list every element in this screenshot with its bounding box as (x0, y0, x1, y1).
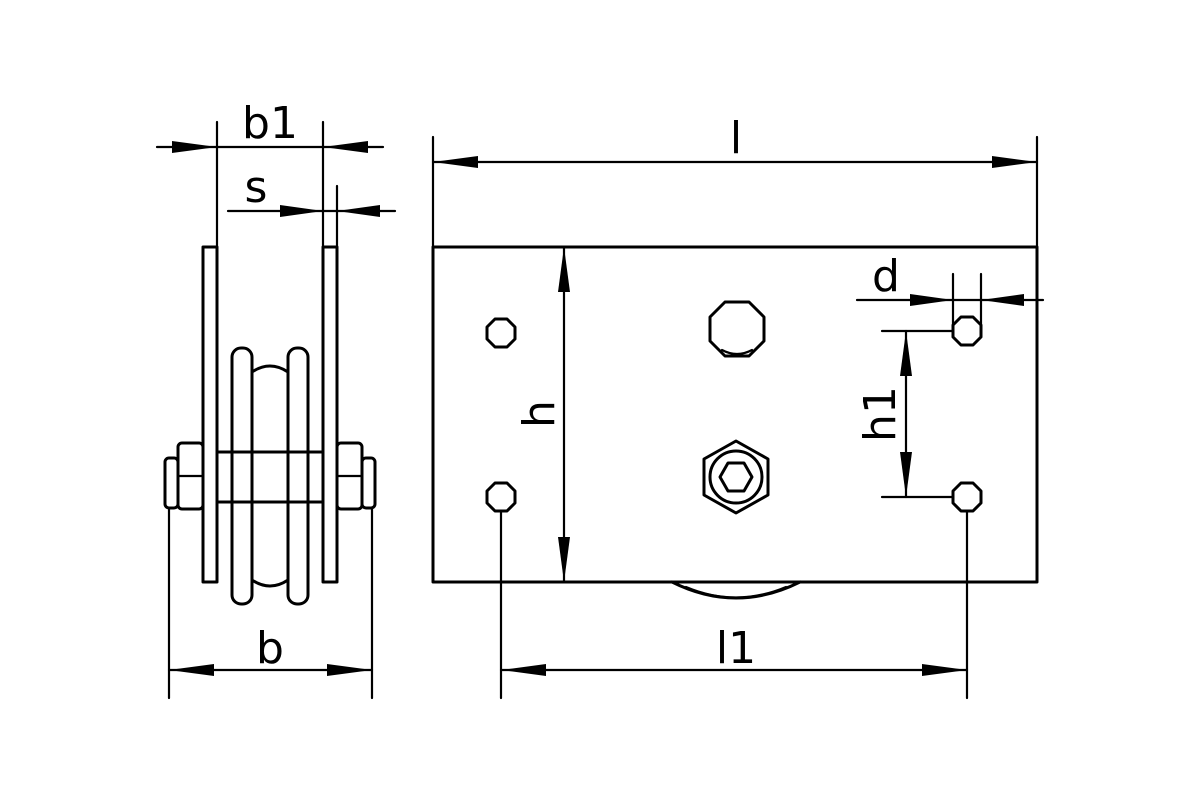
h1-arrow-top (900, 331, 912, 376)
dimension-label-h1: h1 (855, 386, 906, 442)
l-arrow-left (433, 156, 478, 168)
central-hole (708, 300, 766, 358)
dimension-label-b: b (256, 623, 284, 674)
nut-washer (708, 449, 764, 505)
hex-socket (718, 461, 754, 493)
h-arrow-bottom (558, 537, 570, 582)
front-view: l h d h1 l1 (431, 113, 1045, 700)
wheel-right-flange (286, 346, 310, 606)
s-arrow-left (280, 205, 323, 217)
dimension-label-l1: l1 (716, 623, 756, 674)
dimension-label-l: l (730, 113, 742, 164)
b1-arrow-right (323, 141, 368, 153)
right-side-plate (321, 245, 339, 584)
l1-arrow-right (922, 664, 967, 676)
side-view: b1 s b (155, 98, 397, 700)
axle (215, 450, 325, 504)
h-arrow-top (558, 247, 570, 292)
l-arrow-right (992, 156, 1037, 168)
dimension-label-d: d (872, 251, 900, 302)
dimension-label-h: h (514, 400, 565, 428)
dimension-label-s: s (245, 162, 268, 213)
l1-arrow-left (501, 664, 546, 676)
mounting-hole-top-left (485, 317, 517, 349)
wheel-left-flange (230, 346, 254, 606)
left-side-plate (201, 245, 219, 584)
dimension-label-b1: b1 (242, 98, 298, 149)
axle-nut (702, 439, 770, 515)
d-arrow-left (910, 294, 953, 306)
h1-arrow-bottom (900, 452, 912, 497)
right-bolt-end (360, 456, 377, 510)
wheel-groove (250, 364, 290, 588)
mounting-hole-bottom-left (485, 481, 517, 513)
left-bolt-end (163, 456, 180, 510)
b-arrow-right (327, 664, 372, 676)
s-arrow-right (337, 205, 380, 217)
mounting-hole-bottom-right (951, 481, 983, 513)
mounting-hole-top-right (951, 315, 983, 347)
b-arrow-left (169, 664, 214, 676)
d-arrow-right (981, 294, 1024, 306)
b1-arrow-left (172, 141, 217, 153)
mounting-plate (431, 245, 1039, 584)
